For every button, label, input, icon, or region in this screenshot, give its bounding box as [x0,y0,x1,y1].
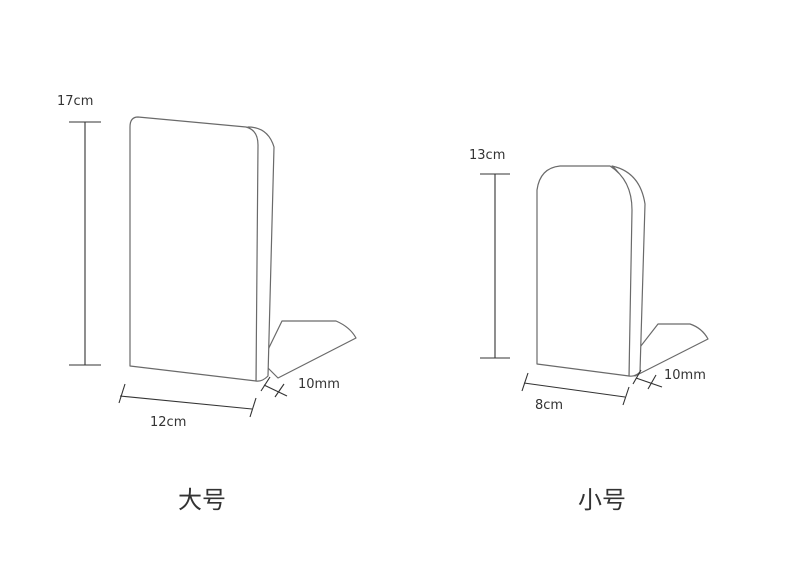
small-width-label: 8cm [535,398,563,413]
large-width-label: 12cm [150,415,186,430]
small-bookend [536,165,709,377]
large-front-panel [129,116,259,382]
small-height-dimension [480,173,510,359]
small-thickness-dimension [632,369,663,390]
large-width-dimension [118,383,257,418]
small-thickness-label: 10mm [664,368,706,383]
large-height-dimension [69,121,101,366]
small-height-label: 13cm [469,148,505,163]
small-base-plate [629,323,709,377]
large-height-label: 17cm [57,94,93,109]
large-thickness-label: 10mm [298,377,340,392]
large-base-plate [261,320,357,379]
small-front-panel [536,165,633,377]
small-width-dimension [521,372,630,406]
small-size-name: 小号 [578,486,626,514]
large-thickness-dimension [260,376,288,398]
large-bookend [129,116,357,382]
large-size-name: 大号 [178,486,226,514]
